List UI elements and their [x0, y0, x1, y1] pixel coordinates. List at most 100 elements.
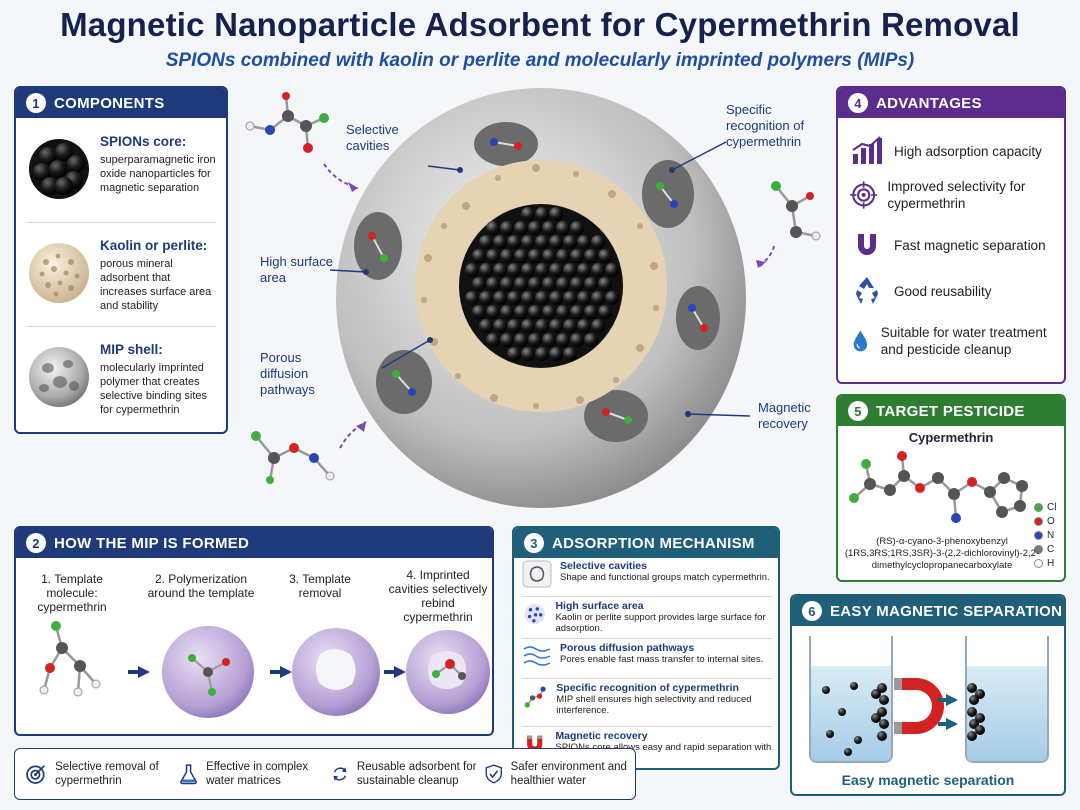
advantages-panel: 4 ADVANTAGES High adsorption capacity Im… [836, 86, 1066, 384]
mechanism-desc: Pores enable fast mass transfer to inter… [560, 654, 764, 665]
component-name: Kaolin or perlite: [100, 238, 208, 253]
spions-core-icon [29, 139, 89, 199]
spion-particle [556, 249, 570, 263]
spion-particle [584, 305, 598, 319]
legend-swatch [1034, 558, 1043, 568]
magnet-graphic [894, 678, 944, 734]
spion-particle [479, 235, 493, 249]
legend-item: O [1034, 514, 1064, 528]
legend-label: N [1047, 529, 1055, 541]
spion-particle [528, 221, 542, 235]
legend-swatch [1034, 530, 1043, 540]
benefit-text: Selective removal of cypermethrin [55, 761, 159, 787]
spion-particle [556, 221, 570, 235]
legend-item: N [1034, 528, 1064, 542]
advantage-item: Good reusability [850, 274, 1064, 308]
mip-formation-steps [39, 621, 490, 718]
pesticide-name: Cypermethrin [908, 430, 994, 445]
bullseye-icon [26, 765, 45, 784]
spion-particle [514, 221, 528, 235]
page-title: Magnetic Nanoparticle Adsorbent for Cype… [60, 6, 1020, 43]
spion-particle [521, 207, 535, 221]
divider [522, 726, 772, 727]
mechanism-item: Specific recognition of cypermethrin MIP… [522, 682, 776, 716]
spion-particle [472, 305, 486, 319]
spion-particle [542, 249, 556, 263]
component-desc: porous mineral adsorbent that increases … [100, 258, 212, 312]
spion-particle [479, 263, 493, 277]
section-number: 6 [802, 601, 822, 621]
component-kaolin: Kaolin or perlite: porous mineral adsorb… [16, 224, 226, 328]
spion-particle [549, 319, 563, 333]
flow-arrows [938, 694, 958, 730]
advantages-header: 4 ADVANTAGES [838, 88, 1064, 118]
magnet-icon [527, 735, 543, 752]
spion-particle [493, 263, 507, 277]
spion-particle [535, 263, 549, 277]
mechanism-item: Selective cavities Shape and functional … [522, 560, 776, 588]
section-number: 1 [26, 93, 46, 113]
callout-porous-pathways: Porous diffusion pathways [260, 350, 315, 397]
mechanism-item: Porous diffusion pathways Pores enable f… [522, 642, 776, 670]
benefit-text: Effective in complex water matrices [206, 761, 309, 787]
mechanism-desc: Shape and functional groups match cyperm… [560, 572, 770, 583]
spion-particle [570, 221, 584, 235]
spion-particle [605, 291, 619, 305]
mechanism-title: Specific recognition of cypermethrin [556, 682, 739, 694]
section-title: ADSORPTION MECHANISM [552, 534, 755, 552]
benefit-item: Effective in complex water matrices [179, 749, 329, 799]
divider [522, 596, 772, 597]
component-desc: superparamagnetic iron oxide nanoparticl… [100, 154, 216, 194]
beaker-left [809, 636, 893, 763]
water-drop-icon [853, 330, 868, 352]
cypermethrin-molecule [849, 451, 1028, 523]
beaker-right [965, 636, 1049, 763]
mechanism-panel: 3 ADSORPTION MECHANISM Selective cavitie… [512, 526, 780, 770]
spion-particle [549, 347, 563, 361]
template-molecule [39, 621, 101, 697]
spion-particle [584, 277, 598, 291]
spion-particle [577, 319, 591, 333]
spion-particle [500, 305, 514, 319]
spion-particle [556, 277, 570, 291]
spion-particle [521, 291, 535, 305]
spion-particle [549, 207, 563, 221]
spion-particle [549, 263, 563, 277]
advantage-text: Fast magnetic separation [894, 237, 1046, 253]
callout-magnetic-recovery: Magnetic recovery [758, 400, 811, 431]
spion-particle [472, 277, 486, 291]
bar-chart-icon [852, 136, 882, 164]
components-header: 1 COMPONENTS [16, 88, 226, 118]
spion-particle [542, 305, 556, 319]
spion-particle [570, 277, 584, 291]
spion-particle [535, 291, 549, 305]
separation-header: 6 EASY MAGNETIC SEPARATION [792, 596, 1064, 626]
mechanism-title: Porous diffusion pathways [560, 642, 695, 654]
spion-particle [535, 207, 549, 221]
section-title: ADVANTAGES [876, 94, 982, 112]
spion-particle [486, 249, 500, 263]
section-number: 4 [848, 93, 868, 113]
advantage-item: Improved selectivity for cypermethrin [850, 178, 1064, 212]
spion-particle [598, 305, 612, 319]
spion-particle [486, 221, 500, 235]
spion-particles [465, 207, 619, 361]
spion-particle [486, 305, 500, 319]
divider [26, 326, 216, 327]
spion-particle [521, 319, 535, 333]
section-title: TARGET PESTICIDE [876, 402, 1025, 420]
mip-shell-icon [29, 347, 89, 407]
spion-particle [542, 221, 556, 235]
component-desc: molecularly imprinted polymer that creat… [100, 362, 208, 416]
spion-particle [570, 333, 584, 347]
step-label: 3. Template removal [289, 572, 351, 600]
arrow-heads [348, 182, 766, 432]
mechanism-desc: Kaolin or perlite support provides large… [555, 612, 766, 634]
legend-label: Cl [1047, 501, 1057, 513]
callout-selective-cavities: Selective cavities [346, 122, 399, 153]
benefit-item: Safer environment and healthier water [485, 749, 633, 799]
kaolin-pores [421, 164, 659, 409]
spion-particle [521, 263, 535, 277]
spion-particle [486, 333, 500, 347]
